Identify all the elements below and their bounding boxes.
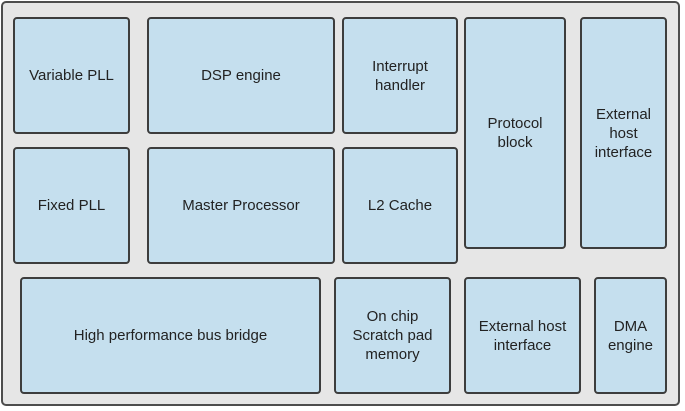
dma-engine-block: DMA engine xyxy=(594,277,667,394)
protocol-block: Protocol block xyxy=(464,17,566,249)
high-performance-bus-bridge-block: High performance bus bridge xyxy=(20,277,321,394)
variable-pll-block: Variable PLL xyxy=(13,17,130,134)
interrupt-handler-block: Interrupt handler xyxy=(342,17,458,134)
external-host-interface-bottom-block: External host interface xyxy=(464,277,581,394)
external-host-interface-top-block: External host interface xyxy=(580,17,667,249)
l2-cache-block: L2 Cache xyxy=(342,147,458,264)
fixed-pll-block: Fixed PLL xyxy=(13,147,130,264)
dsp-engine-block: DSP engine xyxy=(147,17,335,134)
master-processor-block: Master Processor xyxy=(147,147,335,264)
on-chip-scratch-pad-memory-block: On chip Scratch pad memory xyxy=(334,277,451,394)
